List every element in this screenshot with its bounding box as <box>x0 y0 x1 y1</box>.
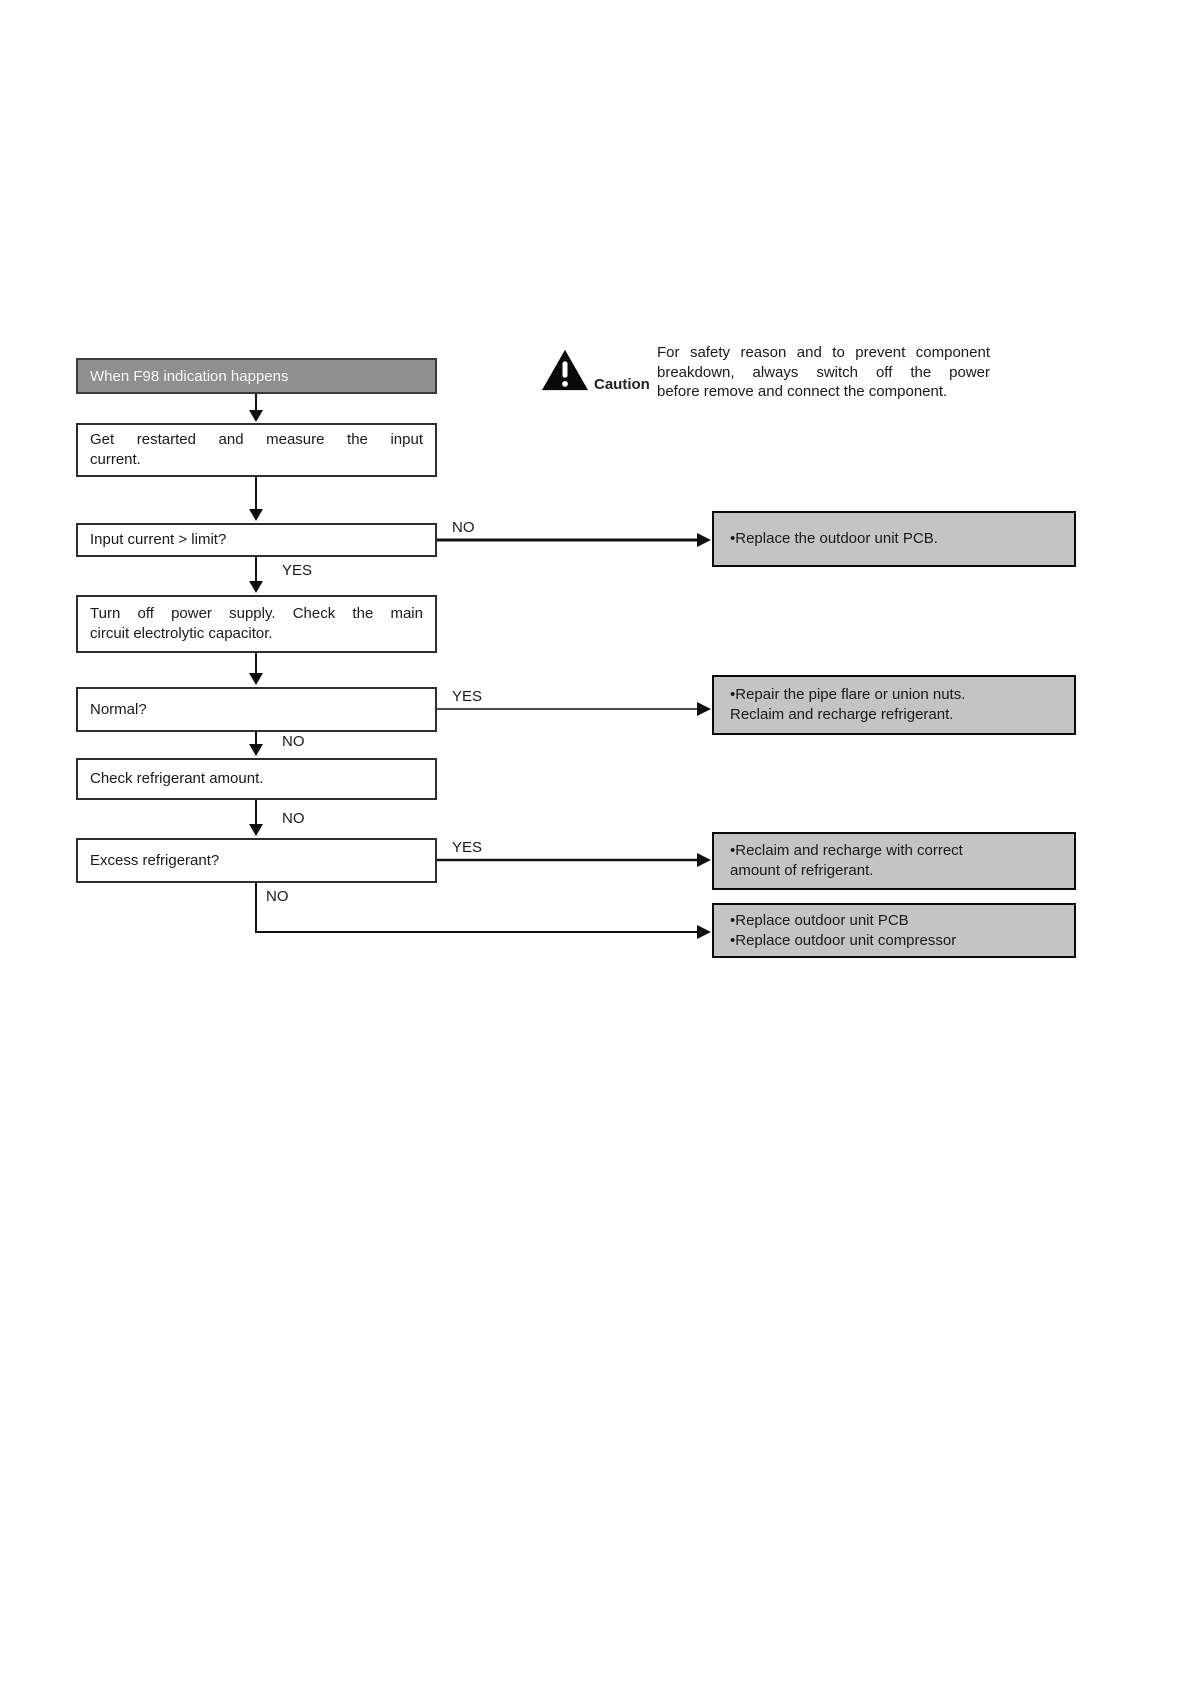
result-replace-pcb-compressor-line2: •Replace outdoor unit compressor <box>730 931 957 949</box>
caution-text-line3: before remove and connect the component. <box>657 383 948 400</box>
flow-decision-excess-refrigerant: Excess refrigerant? <box>76 838 437 883</box>
caution-text: For safety reason and to prevent compone… <box>657 343 990 402</box>
result-reclaim-recharge-line2: amount of refrigerant. <box>730 862 874 879</box>
flow-start-box: When F98 indication happens <box>76 358 437 394</box>
flow-step-check-refrigerant: Check refrigerant amount. <box>76 758 437 800</box>
flow-step-power-off-line1: Turn off power supply. Check the main <box>90 605 423 622</box>
branch-label-yes-input-current: YES <box>282 562 313 579</box>
result-reclaim-recharge: •Reclaim and recharge with correct amoun… <box>712 832 1076 890</box>
flow-start-label: When F98 indication happens <box>90 367 289 385</box>
caution-label: Caution <box>594 376 650 393</box>
result-replace-pcb: •Replace the outdoor unit PCB. <box>712 511 1076 567</box>
branch-label-no-input-current: NO <box>452 519 475 536</box>
result-repair-pipe-flare: •Repair the pipe flare or union nuts. Re… <box>712 675 1076 735</box>
branch-label-no-excess: NO <box>266 888 289 905</box>
flow-decision-excess-refrigerant-label: Excess refrigerant? <box>90 851 220 869</box>
flow-step-power-off: Turn off power supply. Check the main ci… <box>76 595 437 653</box>
flow-decision-normal: Normal? <box>76 687 437 732</box>
result-repair-pipe-flare-line1: •Repair the pipe flare or union nuts. <box>730 686 966 703</box>
result-replace-pcb-line1: •Replace the outdoor unit PCB. <box>730 530 938 547</box>
result-reclaim-recharge-line1: •Reclaim and recharge with correct <box>730 842 963 859</box>
flow-step-restart-line1: Get restarted and measure the input <box>90 431 423 448</box>
flow-decision-normal-label: Normal? <box>90 700 147 718</box>
result-replace-pcb-compressor: •Replace outdoor unit PCB •Replace outdo… <box>712 903 1076 958</box>
flow-step-power-off-line2: circuit electrolytic capacitor. <box>90 625 273 642</box>
flow-step-restart: Get restarted and measure the input curr… <box>76 423 437 477</box>
flow-decision-input-current-label: Input current > limit? <box>90 531 227 548</box>
caution-warning-icon <box>541 349 589 391</box>
branch-label-yes-normal: YES <box>452 688 483 705</box>
flow-step-check-refrigerant-label: Check refrigerant amount. <box>90 770 264 787</box>
branch-label-yes-excess: YES <box>452 839 483 856</box>
flow-step-restart-line2: current. <box>90 451 141 468</box>
result-replace-pcb-compressor-line1: •Replace outdoor unit PCB <box>730 911 909 929</box>
caution-text-line1: For safety reason and to prevent compone… <box>657 344 990 361</box>
branch-label-no-check-refrigerant: NO <box>282 810 305 827</box>
branch-label-no-normal: NO <box>282 733 305 750</box>
caution-text-line2: breakdown, always switch off the power <box>657 363 990 381</box>
result-repair-pipe-flare-line2: Reclaim and recharge refrigerant. <box>730 706 954 723</box>
flow-decision-input-current: Input current > limit? <box>76 523 437 557</box>
